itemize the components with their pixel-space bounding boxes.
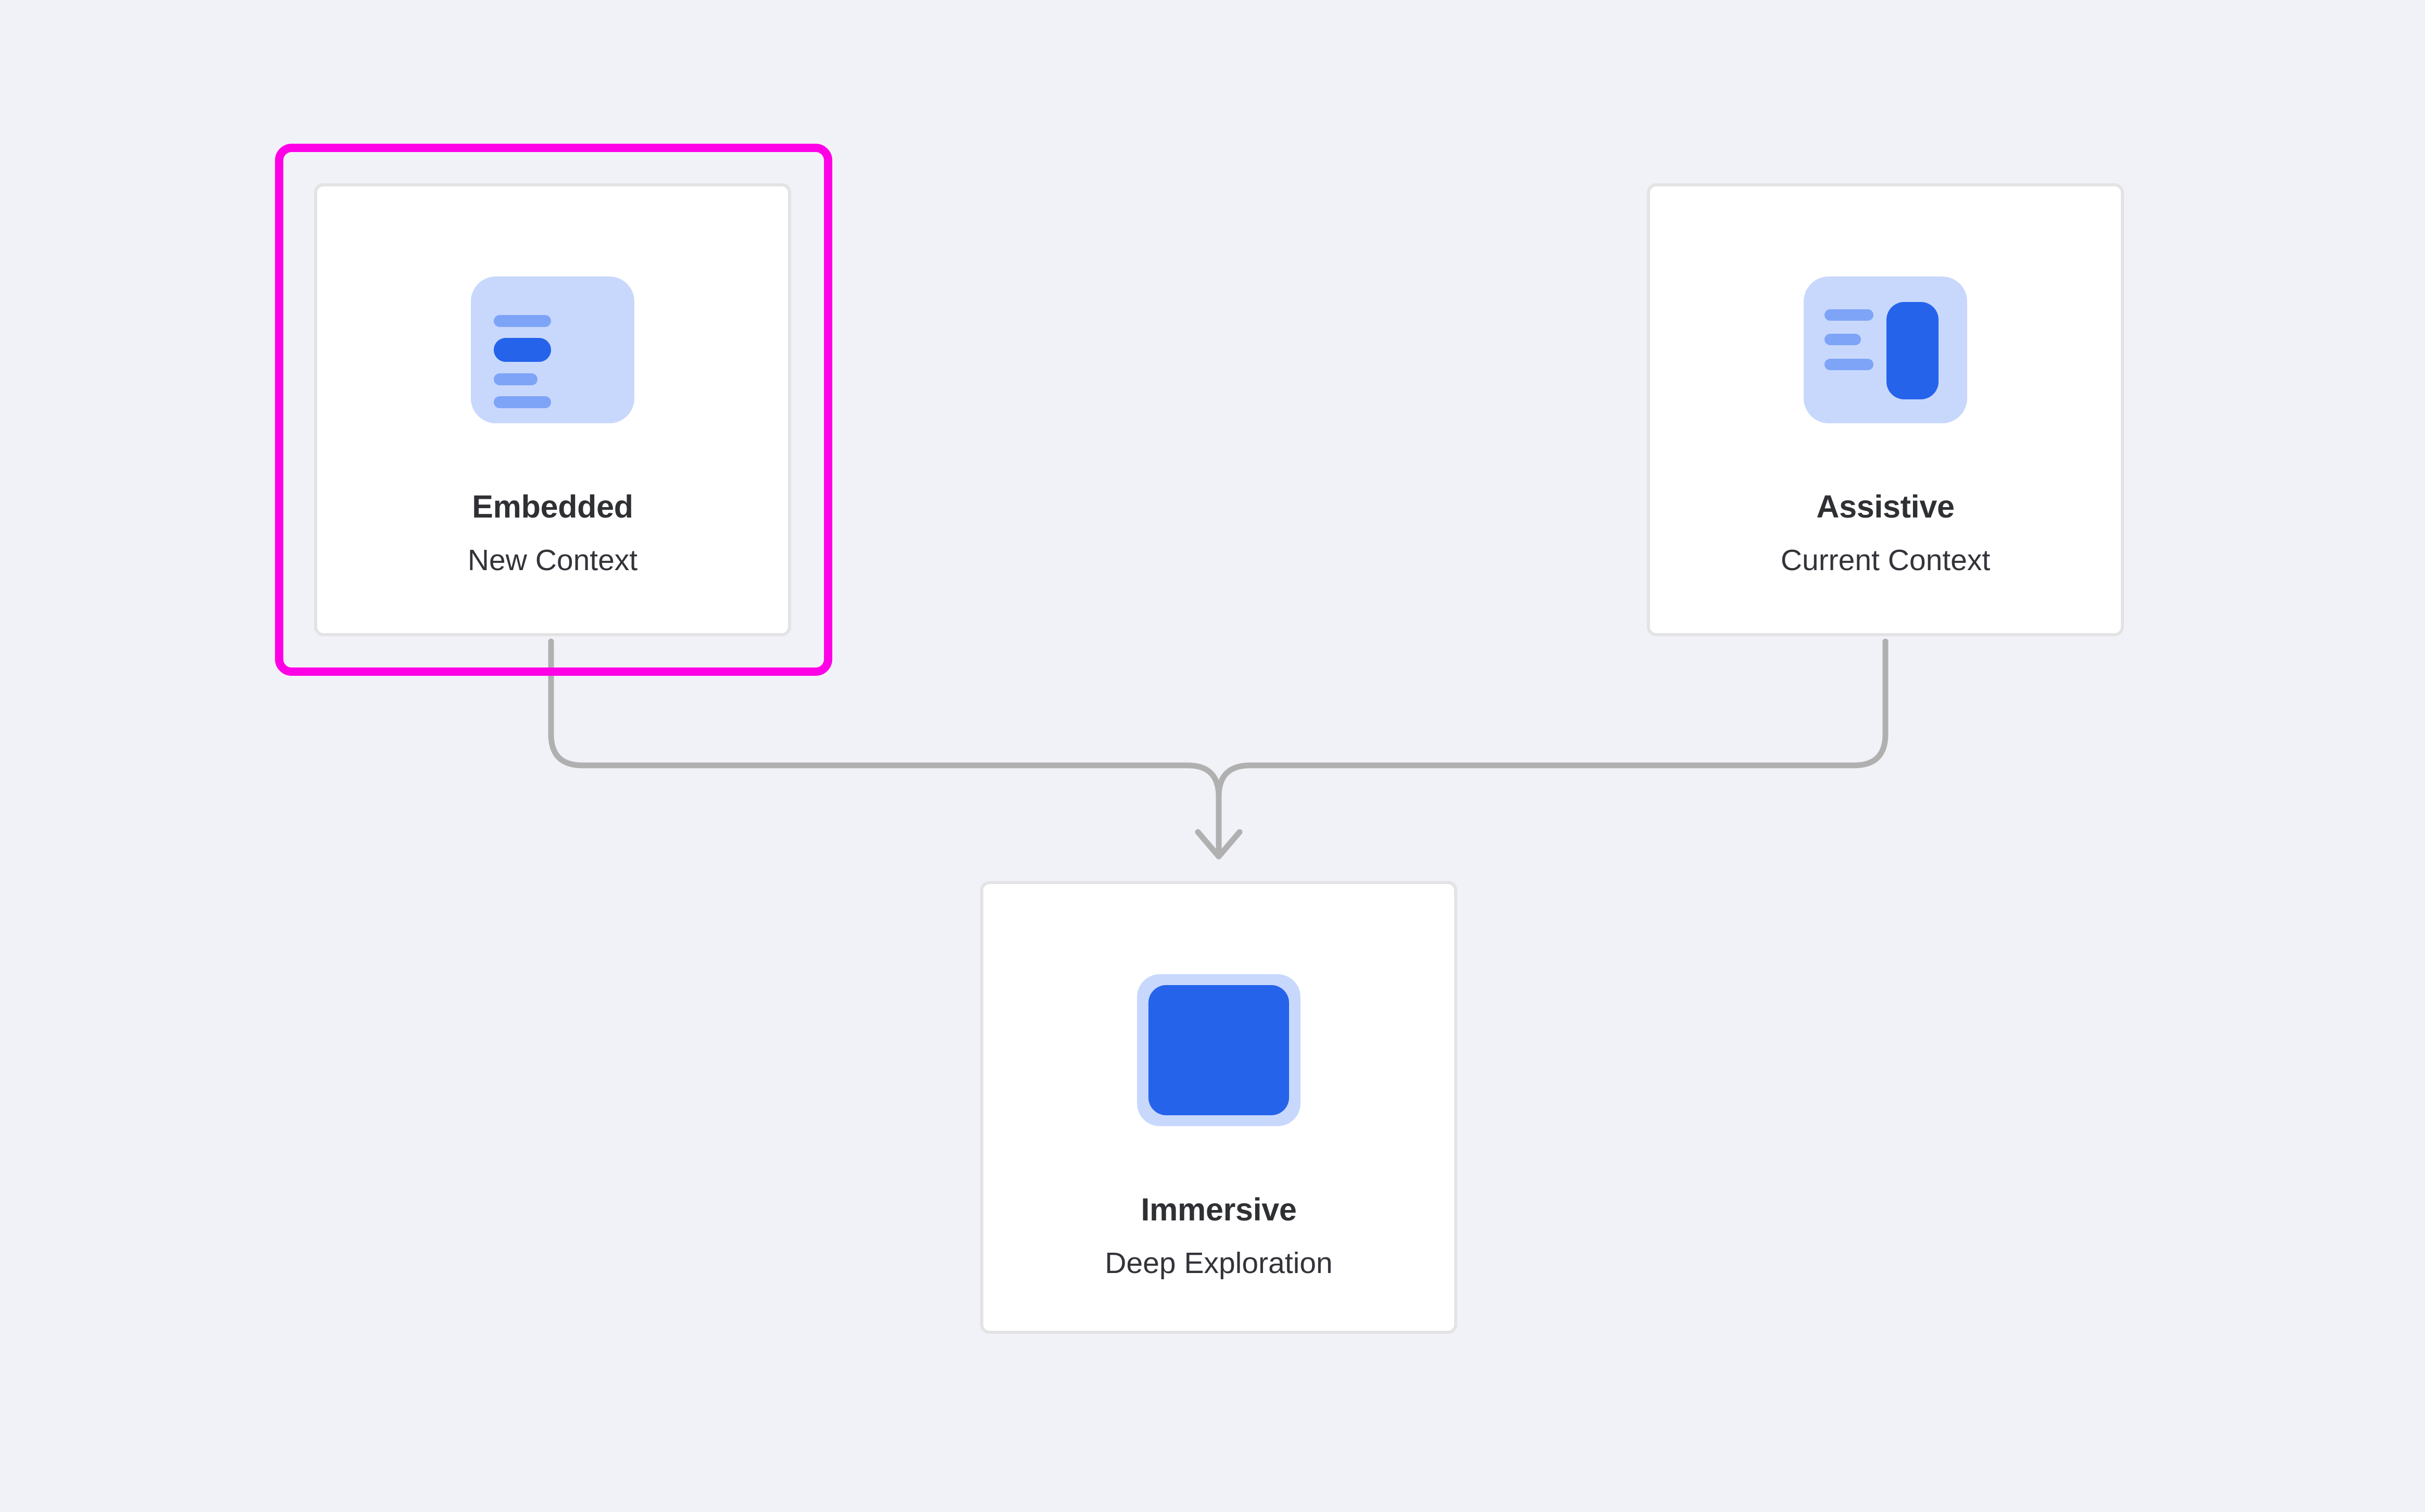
- node-subtitle-assistive: Current Context: [1780, 544, 1991, 577]
- icon-bar: [1824, 334, 1861, 345]
- icon-bar: [494, 315, 551, 327]
- icon-bar: [494, 396, 551, 408]
- immersive-fullscreen-icon: [1137, 974, 1301, 1126]
- assistive-sidebar-panel-icon: [1804, 276, 1967, 423]
- selection-highlight-ring: [275, 144, 832, 676]
- connector-assistive-to-immersive: [1216, 638, 1889, 857]
- node-title-embedded: Embedded: [472, 489, 633, 524]
- node-card-embedded[interactable]: Embedded New Context: [314, 183, 791, 636]
- icon-fullscreen-fill: [1148, 985, 1289, 1115]
- icon-bar: [494, 373, 538, 385]
- node-title-immersive: Immersive: [1141, 1192, 1297, 1227]
- icon-sidebar-panel: [1886, 302, 1939, 399]
- node-subtitle-embedded: New Context: [467, 544, 638, 577]
- icon-bar: [1824, 309, 1873, 321]
- node-title-assistive: Assistive: [1816, 489, 1955, 524]
- icon-bar: [1824, 359, 1873, 370]
- node-card-immersive[interactable]: Immersive Deep Exploration: [980, 881, 1457, 1334]
- node-subtitle-immersive: Deep Exploration: [1105, 1246, 1333, 1280]
- icon-bar-active: [494, 338, 551, 362]
- connector-arrowhead-icon: [1195, 829, 1243, 860]
- embedded-inline-panel-icon: [471, 276, 634, 423]
- node-card-assistive[interactable]: Assistive Current Context: [1647, 183, 2124, 636]
